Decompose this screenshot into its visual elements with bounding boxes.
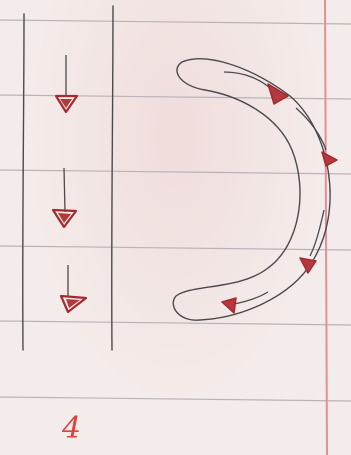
arrow-curve-icon <box>296 108 337 166</box>
ruled-line <box>0 95 351 99</box>
ruled-line <box>0 246 351 250</box>
arrow-down-icon <box>56 55 77 112</box>
page-number: 4 <box>61 411 81 446</box>
ruled-line <box>0 397 351 401</box>
arrow-down-icon <box>61 265 86 312</box>
channel-wall-left <box>23 14 24 350</box>
straight-channel <box>23 6 113 350</box>
ruled-line <box>0 321 351 325</box>
channel-wall-right <box>112 6 113 350</box>
straight-arrows <box>53 55 86 312</box>
ruled-line <box>0 20 351 24</box>
arrow-curve-icon <box>300 210 324 273</box>
arrow-curve-icon <box>222 292 268 313</box>
arrow-down-icon <box>53 168 76 227</box>
curved-arrows <box>222 72 337 313</box>
